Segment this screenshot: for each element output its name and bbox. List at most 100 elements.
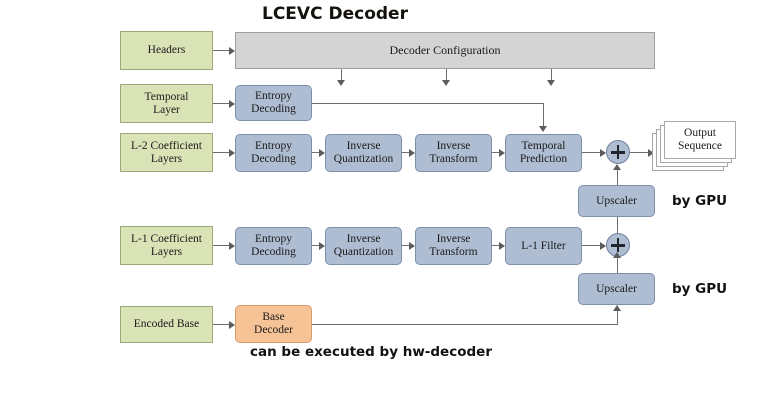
connector-config-drop-2 (446, 69, 447, 81)
connector-temporal-entropy-right (312, 103, 544, 104)
node-upscaler-top[interactable]: Upscaler (578, 185, 655, 217)
connector-upscaler-bottom-to-sum (617, 258, 618, 273)
node-l2-inverse-transform-label-line2: Transform (429, 153, 478, 165)
node-temporal-entropy-decoding-label-line1: Entropy (254, 90, 293, 103)
arrowhead-right-icon (229, 320, 235, 329)
page-title: LCEVC Decoder (262, 4, 408, 24)
arrowhead-right-icon (229, 99, 235, 108)
arrowhead-up-icon (613, 252, 621, 258)
node-temporal-prediction-label-line2: Prediction (519, 153, 568, 165)
connector-l1-quant-to-transform (402, 245, 409, 246)
node-temporal-prediction-label-line1: Temporal (521, 140, 566, 153)
arrowhead-right-icon (229, 46, 235, 55)
node-l2-inverse-quantization[interactable]: Inverse Quantization (325, 134, 402, 172)
connector-l1-transform-to-filter (492, 245, 499, 246)
node-l1-inverse-transform[interactable]: Inverse Transform (415, 227, 492, 265)
node-l2-inverse-quantization-label-line2: Quantization (333, 153, 394, 165)
node-headers[interactable]: Headers (120, 31, 213, 70)
node-l1-entropy-decoding-label-line2: Decoding (251, 246, 296, 258)
connector-temporal-entropy-down (543, 103, 544, 127)
node-l2-inverse-transform-label-line1: Inverse (436, 140, 471, 153)
arrowhead-right-icon (319, 241, 325, 250)
connector-l2-layers-to-entropy (213, 152, 229, 153)
connector-encoded-base-to-decoder (213, 324, 229, 325)
node-output-sequence-label-line2: Sequence (677, 140, 723, 152)
node-l1-coefficient-layers-label-line1: L-1 Coefficient (131, 232, 202, 245)
node-l2-coefficient-layers-label-line2: Layers (150, 152, 183, 165)
arrowhead-down-icon (547, 80, 555, 86)
node-l1-coefficient-layers-label-line2: Layers (150, 245, 183, 258)
connector-sum-to-output (630, 152, 648, 153)
node-l2-coefficient-layers[interactable]: L-2 Coefficient Layers (120, 133, 213, 172)
node-temporal-entropy-decoding[interactable]: Entropy Decoding (235, 85, 312, 121)
node-encoded-base[interactable]: Encoded Base (120, 306, 213, 343)
node-l2-entropy-decoding-label-line2: Decoding (251, 153, 296, 165)
arrowhead-right-icon (229, 148, 235, 157)
connector-l2-entropy-to-quant (312, 152, 319, 153)
node-upscaler-bottom[interactable]: Upscaler (578, 273, 655, 305)
arrowhead-right-icon (319, 148, 325, 157)
node-base-decoder-label-line2: Decoder (254, 324, 293, 336)
connector-config-drop-1 (341, 69, 342, 81)
node-l1-filter[interactable]: L-1 Filter (505, 227, 582, 265)
arrowhead-right-icon (499, 241, 505, 250)
arrowhead-right-icon (600, 148, 606, 157)
node-l1-inverse-quantization-label-line1: Inverse (346, 233, 381, 246)
arrowhead-right-icon (409, 148, 415, 157)
arrowhead-down-icon (337, 80, 345, 86)
arrowhead-right-icon (648, 148, 654, 157)
node-temporal-layer[interactable]: Temporal Layer (120, 84, 213, 123)
arrowhead-right-icon (600, 241, 606, 250)
node-output-sequence[interactable]: Output Sequence (664, 121, 736, 159)
connector-l2-quant-to-transform (402, 152, 409, 153)
connector-l1-layers-to-entropy (213, 245, 229, 246)
node-base-decoder[interactable]: Base Decoder (235, 305, 312, 343)
arrowhead-down-icon (442, 80, 450, 86)
arrowhead-up-icon (613, 164, 621, 170)
connector-config-drop-3 (551, 69, 552, 81)
connector-sum-bottom-to-upscaler-top (617, 217, 618, 233)
annotation-by-gpu-bottom: by GPU (672, 281, 728, 297)
node-l1-inverse-quantization-label-line2: Quantization (333, 246, 394, 258)
connector-l2-transform-to-prediction (492, 152, 499, 153)
node-temporal-prediction[interactable]: Temporal Prediction (505, 134, 582, 172)
node-decoder-configuration[interactable]: Decoder Configuration (235, 32, 655, 69)
arrowhead-right-icon (229, 241, 235, 250)
node-l1-coefficient-layers[interactable]: L-1 Coefficient Layers (120, 226, 213, 265)
arrowhead-down-icon (539, 126, 547, 132)
node-upscaler-bottom-label: Upscaler (596, 282, 637, 295)
connector-l1-entropy-to-quant (312, 245, 319, 246)
node-l2-entropy-decoding[interactable]: Entropy Decoding (235, 134, 312, 172)
arrowhead-up-icon (613, 305, 621, 311)
node-l1-entropy-decoding[interactable]: Entropy Decoding (235, 227, 312, 265)
node-output-sequence-label-line1: Output (684, 127, 716, 140)
node-base-decoder-label-line1: Base (262, 311, 285, 324)
node-temporal-layer-label-line2: Layer (153, 103, 180, 116)
sum-node-top[interactable] (606, 140, 630, 164)
node-l1-inverse-quantization[interactable]: Inverse Quantization (325, 227, 402, 265)
node-l2-entropy-decoding-label-line1: Entropy (254, 140, 293, 153)
node-l1-entropy-decoding-label-line1: Entropy (254, 233, 293, 246)
connector-headers-to-config (213, 50, 229, 51)
node-encoded-base-label: Encoded Base (133, 318, 200, 331)
node-headers-label: Headers (147, 44, 186, 57)
node-l2-coefficient-layers-label-line1: L-2 Coefficient (131, 139, 202, 152)
node-l1-inverse-transform-label-line2: Transform (429, 246, 478, 258)
arrowhead-right-icon (409, 241, 415, 250)
node-l1-inverse-transform-label-line1: Inverse (436, 233, 471, 246)
annotation-hw-decoder-note: can be executed by hw-decoder (250, 344, 492, 360)
connector-upscaler-top-to-sum (617, 170, 618, 185)
node-l2-inverse-quantization-label-line1: Inverse (346, 140, 381, 153)
connector-base-decoder-right (312, 324, 618, 325)
node-temporal-entropy-decoding-label-line2: Decoding (251, 103, 296, 115)
connector-temporal-layer-to-entropy (213, 103, 229, 104)
node-upscaler-top-label: Upscaler (596, 194, 637, 207)
node-temporal-layer-label-line1: Temporal (144, 90, 189, 103)
connector-prediction-to-sum (582, 152, 605, 153)
node-l2-inverse-transform[interactable]: Inverse Transform (415, 134, 492, 172)
connector-l1-filter-to-sum (582, 245, 605, 246)
node-l1-filter-label: L-1 Filter (521, 239, 566, 252)
connector-base-decoder-up (617, 311, 618, 325)
arrowhead-right-icon (499, 148, 505, 157)
